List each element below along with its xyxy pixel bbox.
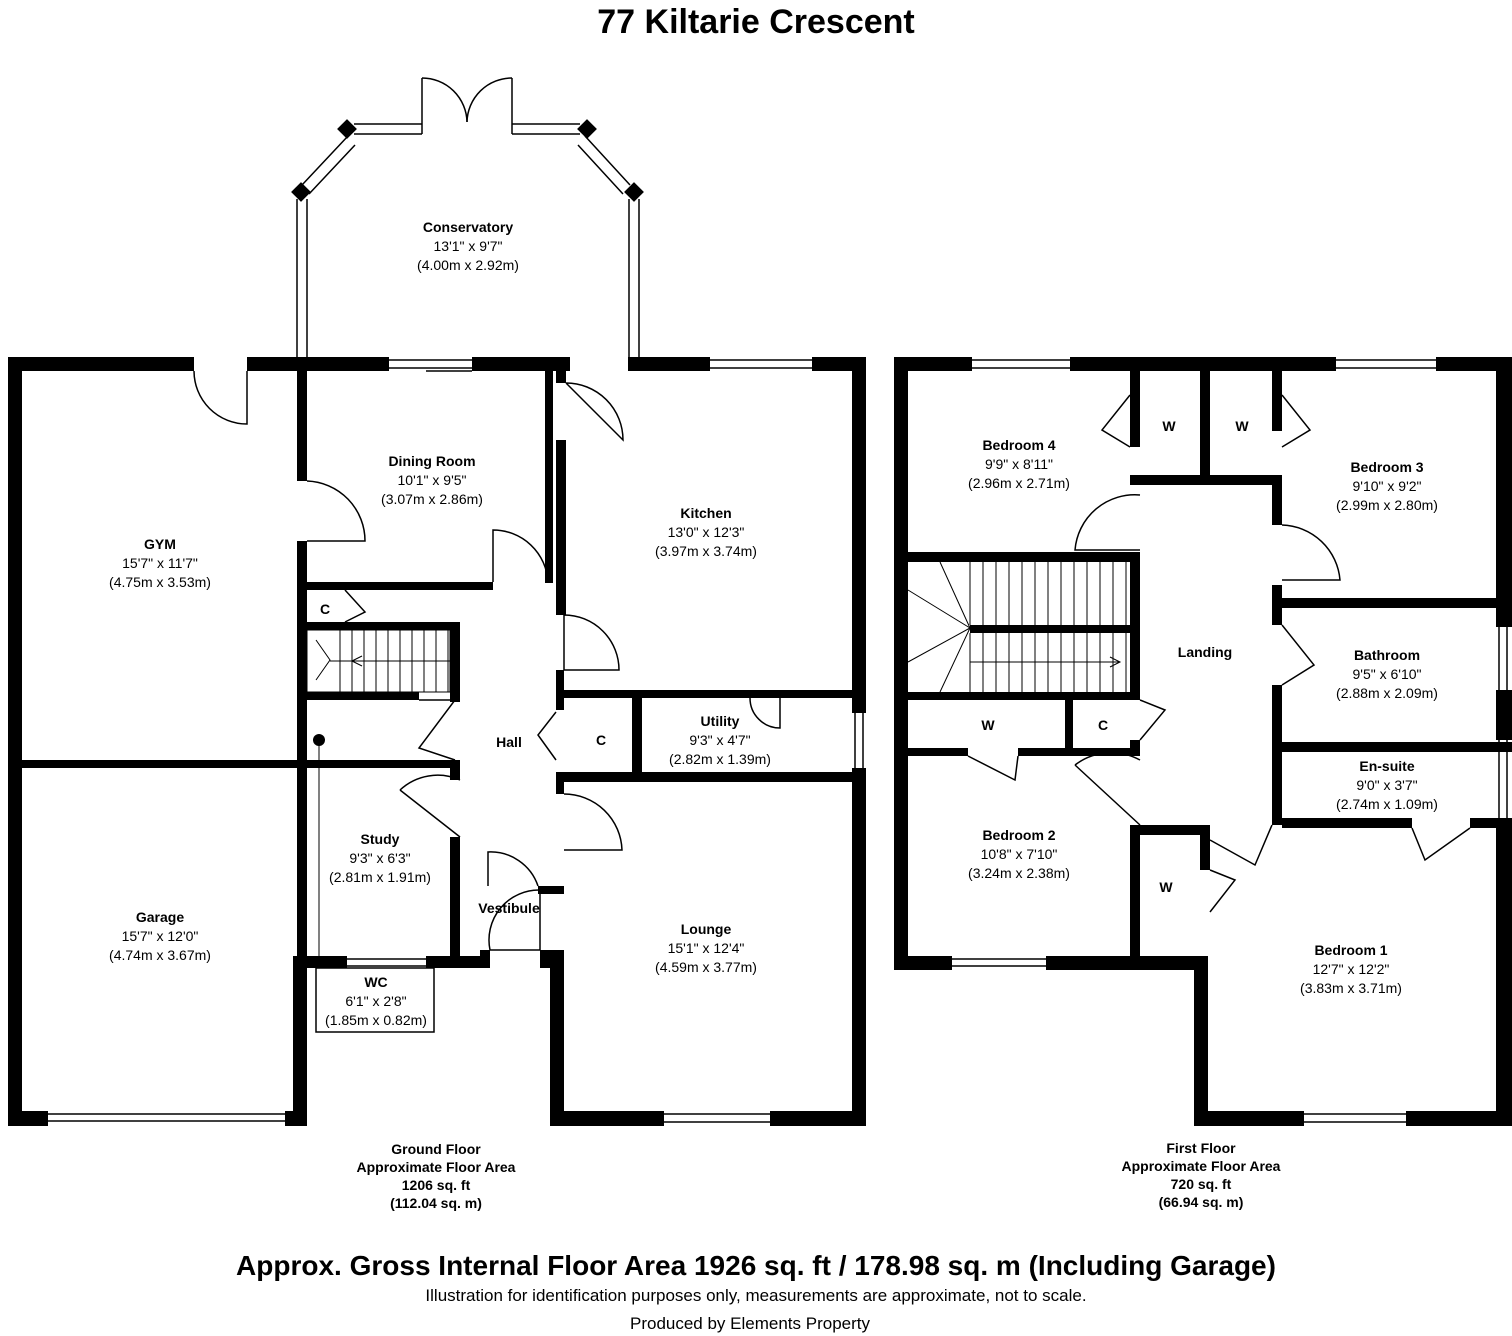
label-cupboard: C [319, 601, 331, 617]
label-landing: Landing [1177, 644, 1233, 660]
walls [8, 119, 1512, 1126]
disclaimer: Illustration for identification purposes… [425, 1286, 1087, 1305]
windows-doors [48, 77, 1508, 1123]
label-cupboard: C [595, 732, 607, 748]
label-vestibule: Vestibule [478, 900, 540, 916]
label-wardrobe: W [1162, 418, 1176, 434]
ground-stairs [306, 629, 451, 693]
first-stairs [907, 561, 1127, 693]
producer-credit: Produced by Elements Property [629, 1314, 870, 1333]
gross-area: Approx. Gross Internal Floor Area 1926 s… [236, 1250, 1276, 1281]
label-wardrobe: W [1159, 879, 1173, 895]
page-title: 77 Kiltarie Crescent [597, 3, 915, 41]
label-wardrobe: W [981, 717, 995, 733]
label-hall: Hall [496, 734, 522, 750]
label-cupboard: C [1097, 717, 1109, 733]
label-wardrobe: W [1235, 418, 1249, 434]
